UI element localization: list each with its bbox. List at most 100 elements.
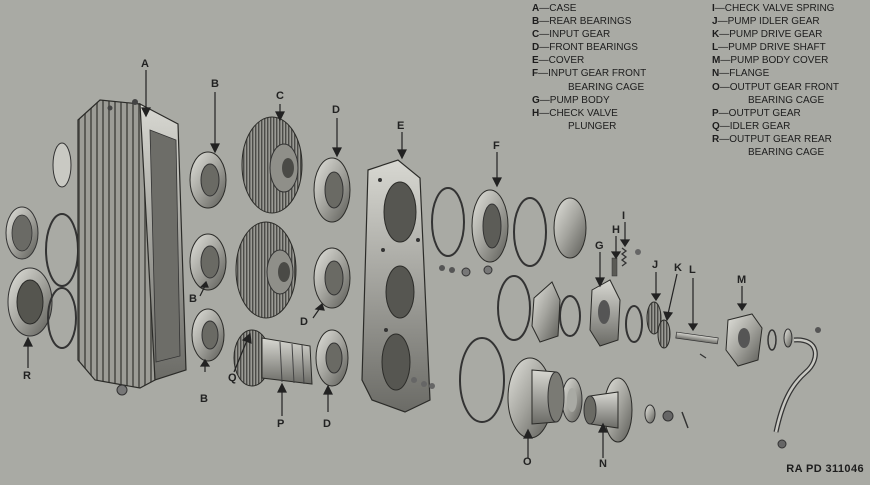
legend-letter: C <box>532 29 540 41</box>
legend-text: —OUTPUT GEAR <box>718 107 801 119</box>
part-m-pump-body-cover <box>725 313 821 449</box>
part-l-pump-drive-shaft <box>675 331 719 359</box>
legend-letter: L <box>712 42 719 54</box>
legend-text: —FLANGE <box>719 68 770 80</box>
callout-b-middle: B <box>189 293 198 305</box>
part-e-cover <box>361 159 431 413</box>
legend-letter: D <box>532 42 540 54</box>
callout-b-bottom: B <box>200 393 209 405</box>
legend-item-m: M—PUMP BODY COVER <box>712 54 839 67</box>
legend-text: —REAR BEARINGS <box>539 16 632 28</box>
legend-letter: H <box>532 107 540 119</box>
legend-text: —PUMP BODY COVER <box>720 55 829 67</box>
legend-text: —CHECK VALVE <box>539 107 618 119</box>
leader-arrows <box>23 70 748 458</box>
callout-c: C <box>276 90 285 102</box>
callout-l: L <box>689 264 696 276</box>
legend-item-l: L—PUMP DRIVE SHAFT <box>712 41 839 54</box>
legend-item-b: B—REAR BEARINGS <box>532 15 646 28</box>
callout-n: N <box>599 458 608 470</box>
legend-letter: A <box>532 3 540 14</box>
legend-text: —FRONT BEARINGS <box>539 42 638 54</box>
part-b-rear-bearings <box>189 151 227 362</box>
part-a-case <box>77 99 187 396</box>
legend-letter: P <box>712 107 719 119</box>
legend-item-k: K—PUMP DRIVE GEAR <box>712 28 839 41</box>
legend-item-n: N—FLANGE <box>712 67 839 80</box>
callout-r: R <box>23 370 32 382</box>
legend-text: —PUMP DRIVE SHAFT <box>718 42 826 54</box>
callout-d-bottom: D <box>323 418 332 430</box>
legend-text: —OUTPUT GEAR FRONT <box>719 81 840 93</box>
legend-text: —PUMP IDLER GEAR <box>717 16 820 28</box>
part-j-k-pump-gears <box>646 301 671 349</box>
legend-text: —IDLER GEAR <box>719 120 791 132</box>
part-f-input-gear-front-bearing-cage <box>471 189 587 263</box>
callout-b-top: B <box>211 78 220 90</box>
legend-item-h: H—CHECK VALVE <box>532 107 646 120</box>
callout-e: E <box>397 120 405 132</box>
legend-item-e: E—COVER <box>532 54 646 67</box>
legend-letter: F <box>532 68 539 80</box>
legend-letter: K <box>712 29 720 41</box>
legend-text-continued: BEARING CAGE <box>568 81 645 93</box>
legend-letter: M <box>712 55 721 67</box>
legend-text: —CHECK VALVE SPRING <box>714 3 835 14</box>
callout-o: O <box>523 456 532 468</box>
legend-letter: N <box>712 68 720 80</box>
legend-text: —PUMP BODY <box>539 94 610 106</box>
callout-d-middle: D <box>300 316 309 328</box>
part-r-output-gear-rear-bearing-cage <box>5 142 79 349</box>
legend-item-a: A—CASE <box>532 2 646 15</box>
legend-item-g: G—PUMP BODY <box>532 94 646 107</box>
part-p-output-gear <box>233 329 313 387</box>
legend-letter: E <box>532 55 539 67</box>
part-q-idler-gear <box>235 221 297 319</box>
legend-text: —PUMP DRIVE GEAR <box>719 29 823 41</box>
legend-item-c: C—INPUT GEAR <box>532 28 646 41</box>
legend-letter: G <box>532 94 540 106</box>
reference-number: RA PD 311046 <box>786 463 864 475</box>
legend-text: —OUTPUT GEAR REAR <box>719 133 832 145</box>
legend-item-d: D—FRONT BEARINGS <box>532 41 646 54</box>
callout-a: A <box>141 58 150 70</box>
callout-j: J <box>652 259 659 271</box>
callout-h: H <box>612 224 621 236</box>
callout-p: P <box>277 418 285 430</box>
callout-k: K <box>674 262 683 274</box>
legend-letter: Q <box>712 120 720 132</box>
legend-letter: O <box>712 81 720 93</box>
legend-text: —INPUT GEAR <box>539 29 611 41</box>
legend-text: —COVER <box>538 55 585 67</box>
legend-letter: B <box>532 16 540 28</box>
gaskets-and-fasteners <box>411 187 643 423</box>
part-n-flange <box>583 377 689 443</box>
legend-text: —CASE <box>539 3 577 14</box>
legend-text-continued: PLUNGER <box>568 120 617 132</box>
legend-item-j: J—PUMP IDLER GEAR <box>712 15 839 28</box>
part-c-input-gear <box>241 116 303 214</box>
legend-text-continued: BEARING CAGE <box>748 94 825 106</box>
legend-item-f: F—INPUT GEAR FRONT <box>532 67 646 80</box>
legend-item-q: Q—IDLER GEAR <box>712 120 839 133</box>
callout-q: Q <box>228 372 237 384</box>
legend-item-o: O—OUTPUT GEAR FRONT <box>712 81 839 94</box>
callout-m: M <box>737 274 747 286</box>
callout-g: G <box>595 240 604 252</box>
legend-letter: R <box>712 133 720 145</box>
part-o-output-gear-front-bearing-cage <box>507 357 565 439</box>
legend-text: —INPUT GEAR FRONT <box>538 68 647 80</box>
part-g-pump-body <box>531 279 621 347</box>
legend-item-p: P—OUTPUT GEAR <box>712 107 839 120</box>
callout-i: I <box>622 210 626 222</box>
callout-f: F <box>493 140 500 152</box>
legend-letter: J <box>712 16 718 28</box>
part-d-front-bearings <box>313 157 351 387</box>
legend-item-i: I—CHECK VALVE SPRING <box>712 2 839 15</box>
part-h-i-check-valve <box>611 247 641 277</box>
legend-letter: I <box>712 3 715 14</box>
